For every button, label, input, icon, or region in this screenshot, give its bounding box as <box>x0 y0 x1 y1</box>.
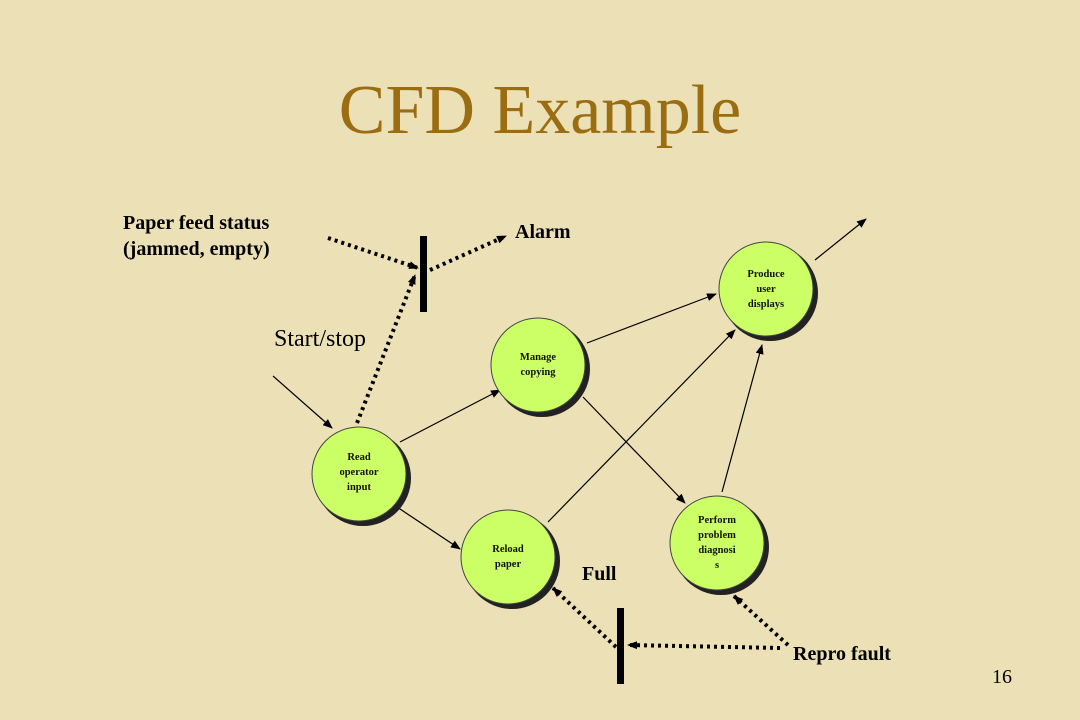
flow-read-to-manage <box>399 389 501 443</box>
control-flow-alarm <box>429 234 507 272</box>
page-number: 16 <box>992 666 1012 688</box>
label-start-stop: Start/stop <box>274 326 367 352</box>
flow-read-to-reload <box>396 506 461 550</box>
control-flow-full <box>551 586 618 649</box>
control-flow-paper-feed <box>327 236 419 270</box>
control-bar-full <box>617 608 624 684</box>
control-flow-start-stop <box>355 274 417 424</box>
process-label-produce-user-displays: Produce user displays <box>747 269 785 310</box>
label-paper-feed-status-line1: Paper feed status <box>123 212 270 234</box>
flow-manage-to-diagnose <box>582 396 686 504</box>
label-paper-feed-status: Paper feed status (jammed, empty) <box>123 210 270 262</box>
process-perform-problem-diagnosis <box>669 495 769 595</box>
process-read-operator-input <box>311 426 411 526</box>
process-label-read-operator-input: Read operator input <box>339 452 379 493</box>
process-reload-paper <box>460 509 560 609</box>
flow-reload-to-produce <box>547 329 736 523</box>
control-bar-alarm <box>420 236 427 312</box>
page-title: CFD Example <box>338 72 742 149</box>
process-label-reload-paper: Reload paper <box>492 544 524 570</box>
process-manage-copying <box>490 317 590 417</box>
flow-start-to-read-input <box>272 375 333 429</box>
control-flow-repro-fault-bar <box>627 641 781 650</box>
label-alarm: Alarm <box>515 221 571 243</box>
flow-diagnose-to-produce <box>721 344 764 493</box>
process-produce-user-displays <box>718 241 818 341</box>
label-full: Full <box>582 563 617 585</box>
label-repro-fault: Repro fault <box>793 643 891 665</box>
process-label-perform-problem-diagnosis: Perform problem diagnosi s <box>698 515 736 571</box>
label-paper-feed-status-line2: (jammed, empty) <box>123 238 270 260</box>
process-label-manage-copying: Manage copying <box>519 352 557 378</box>
control-flow-repro-fault-diagnose <box>732 594 790 647</box>
flow-manage-to-produce <box>586 293 717 344</box>
flow-produce-out <box>814 218 867 261</box>
